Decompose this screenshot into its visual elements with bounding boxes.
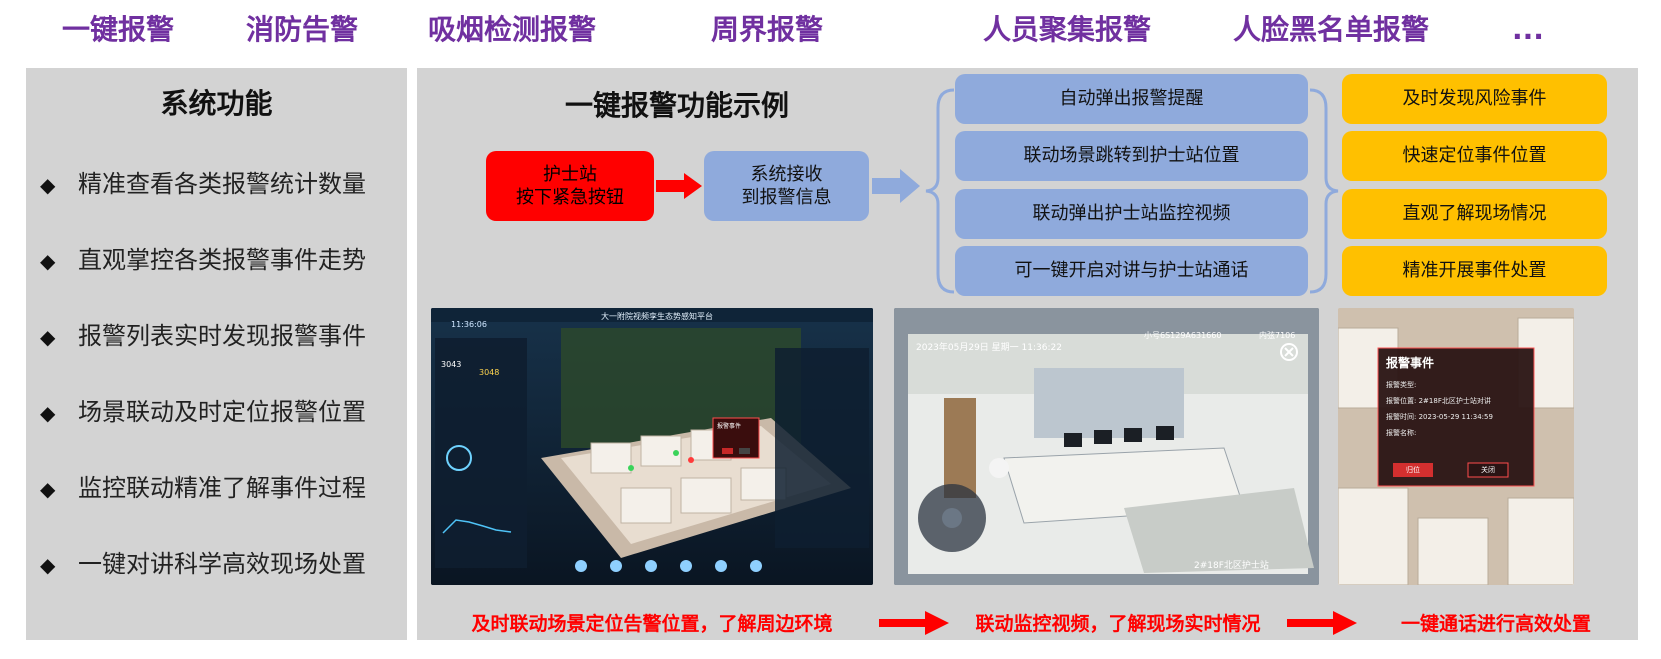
tab-smoking-alarm[interactable]: 吸烟检测报警 [428,13,597,46]
feature-label: 精准查看各类报警统计数量 [78,170,366,198]
caption-arrow-icon [879,611,949,635]
step-box: 自动弹出报警提醒 [955,74,1308,124]
feature-label: 一键对讲科学高效现场处置 [78,550,366,578]
nurse-station-trigger-box: 护士站 按下紧急按钮 [486,151,654,221]
camera-id: 小号6S129A631660 [1144,331,1222,340]
benefit-box: 直观了解现场情况 [1342,189,1607,239]
diamond-bullet-icon: ◆ [40,553,56,577]
camera-timestamp: 2023年05月29日 星期一 11:36:22 [916,343,1062,353]
trigger-line-2: 按下紧急按钮 [516,187,624,208]
caption-intercom: 一键通话进行高效处置 [1400,613,1591,635]
alarm-popup-title: 报警事件 [1386,356,1435,370]
feature-item: ◆ 报警列表实时发现报警事件 [40,319,366,353]
trigger-line-1: 护士站 [543,164,597,185]
alarm-close-button[interactable]: 关闭 [1481,466,1495,474]
alarm-scene-image [1338,308,1574,585]
camera-screenshot: 2023年05月29日 星期一 11:36:22 小号6S129A631660 … [894,308,1319,585]
dashboard-scene-image [431,308,873,585]
tab-one-key-alarm[interactable]: 一键报警 [62,13,175,46]
camera-location: 2#18F北区护士站 [1194,561,1269,571]
alarm-time-row: 报警时间: 2023-05-29 11:34:59 [1386,412,1493,422]
dashboard-clock: 11:36:06 [451,320,487,329]
benefit-box: 及时发现风险事件 [1342,74,1607,124]
diamond-bullet-icon: ◆ [40,477,56,501]
dashboard-screenshot: 11:36:06 大一附院视频孪生态势感知平台 3043 3048 报警事件 [431,308,873,585]
step-box: 可一键开启对讲与护士站通话 [955,246,1308,296]
feature-item: ◆ 直观掌控各类报警事件走势 [40,243,366,277]
feature-label: 监控联动精准了解事件过程 [78,474,366,502]
alarm-name-label: 报警名称: [1386,429,1417,437]
tab-more[interactable]: ... [1512,13,1544,46]
diamond-bullet-icon: ◆ [40,401,56,425]
benefit-box: 快速定位事件位置 [1342,131,1607,181]
blue-arrow-icon [872,169,920,203]
tab-fire-alarm[interactable]: 消防告警 [246,13,359,46]
alarm-position-row: 报警位置: 2#18F北区护士站对讲 [1386,396,1491,406]
example-panel: 一键报警功能示例 护士站 按下紧急按钮 系统接收 到报警信息 自动弹出报警提醒 … [417,68,1638,640]
tab-crowd-alarm[interactable]: 人员聚集报警 [983,13,1152,46]
alarm-time-value: 2023-05-29 11:34:59 [1418,413,1493,421]
step-box: 联动场景跳转到护士站位置 [955,131,1308,181]
feature-item: ◆ 一键对讲科学高效现场处置 [40,547,366,581]
alarm-position-label: 报警位置: [1386,397,1417,405]
receive-line-1: 系统接收 [750,164,823,185]
step-box: 联动弹出护士站监控视频 [955,189,1308,239]
system-functions-panel: 系统功能 ◆ 精准查看各类报警统计数量 ◆ 直观掌控各类报警事件走势 ◆ 报警列表实时… [26,68,407,640]
left-bracket-icon [925,88,955,294]
benefit-box: 精准开展事件处置 [1342,246,1607,296]
system-receive-box: 系统接收 到报警信息 [704,151,869,221]
dashboard-count-total: 3043 [441,360,462,369]
right-bracket-icon [1309,88,1339,294]
feature-item: ◆ 精准查看各类报警统计数量 [40,167,366,201]
feature-item: ◆ 场景联动及时定位报警位置 [40,395,366,429]
receive-line-2: 到报警信息 [741,187,832,208]
dashboard-title: 大一附院视频孪生态势感知平台 [601,312,713,321]
camera-tag: 内弦7106 [1259,331,1296,340]
dashboard-popup-title: 报警事件 [717,423,742,430]
red-arrow-icon [656,173,702,199]
caption-arrow-icon [1287,611,1357,635]
diamond-bullet-icon: ◆ [40,325,56,349]
system-functions-title: 系统功能 [160,87,273,120]
alarm-position-value: 2#18F北区护士站对讲 [1418,397,1491,405]
feature-label: 场景联动及时定位报警位置 [78,398,366,426]
feature-label: 直观掌控各类报警事件走势 [78,246,366,274]
feature-item: ◆ 监控联动精准了解事件过程 [40,471,366,505]
feature-label: 报警列表实时发现报警事件 [78,322,366,350]
caption-scene-locate: 及时联动场景定位告警位置，了解周边环境 [471,613,833,635]
diamond-bullet-icon: ◆ [40,173,56,197]
alarm-popup-screenshot: 报警事件 报警类型: 报警位置: 2#18F北区护士站对讲 报警时间: 2023… [1338,308,1574,585]
tab-perimeter-alarm[interactable]: 周界报警 [711,13,824,46]
dashboard-count-today: 3048 [479,368,500,377]
alarm-time-label: 报警时间: [1386,413,1417,421]
tab-face-blacklist-alarm[interactable]: 人脸黑名单报警 [1233,13,1430,46]
alarm-type-label: 报警类型: [1386,381,1417,389]
diamond-bullet-icon: ◆ [40,249,56,273]
camera-scene-image [894,308,1319,585]
alarm-locate-button[interactable]: 归位 [1406,466,1420,474]
caption-video-link: 联动监控视频，了解现场实时情况 [975,613,1261,635]
example-title: 一键报警功能示例 [564,89,789,122]
